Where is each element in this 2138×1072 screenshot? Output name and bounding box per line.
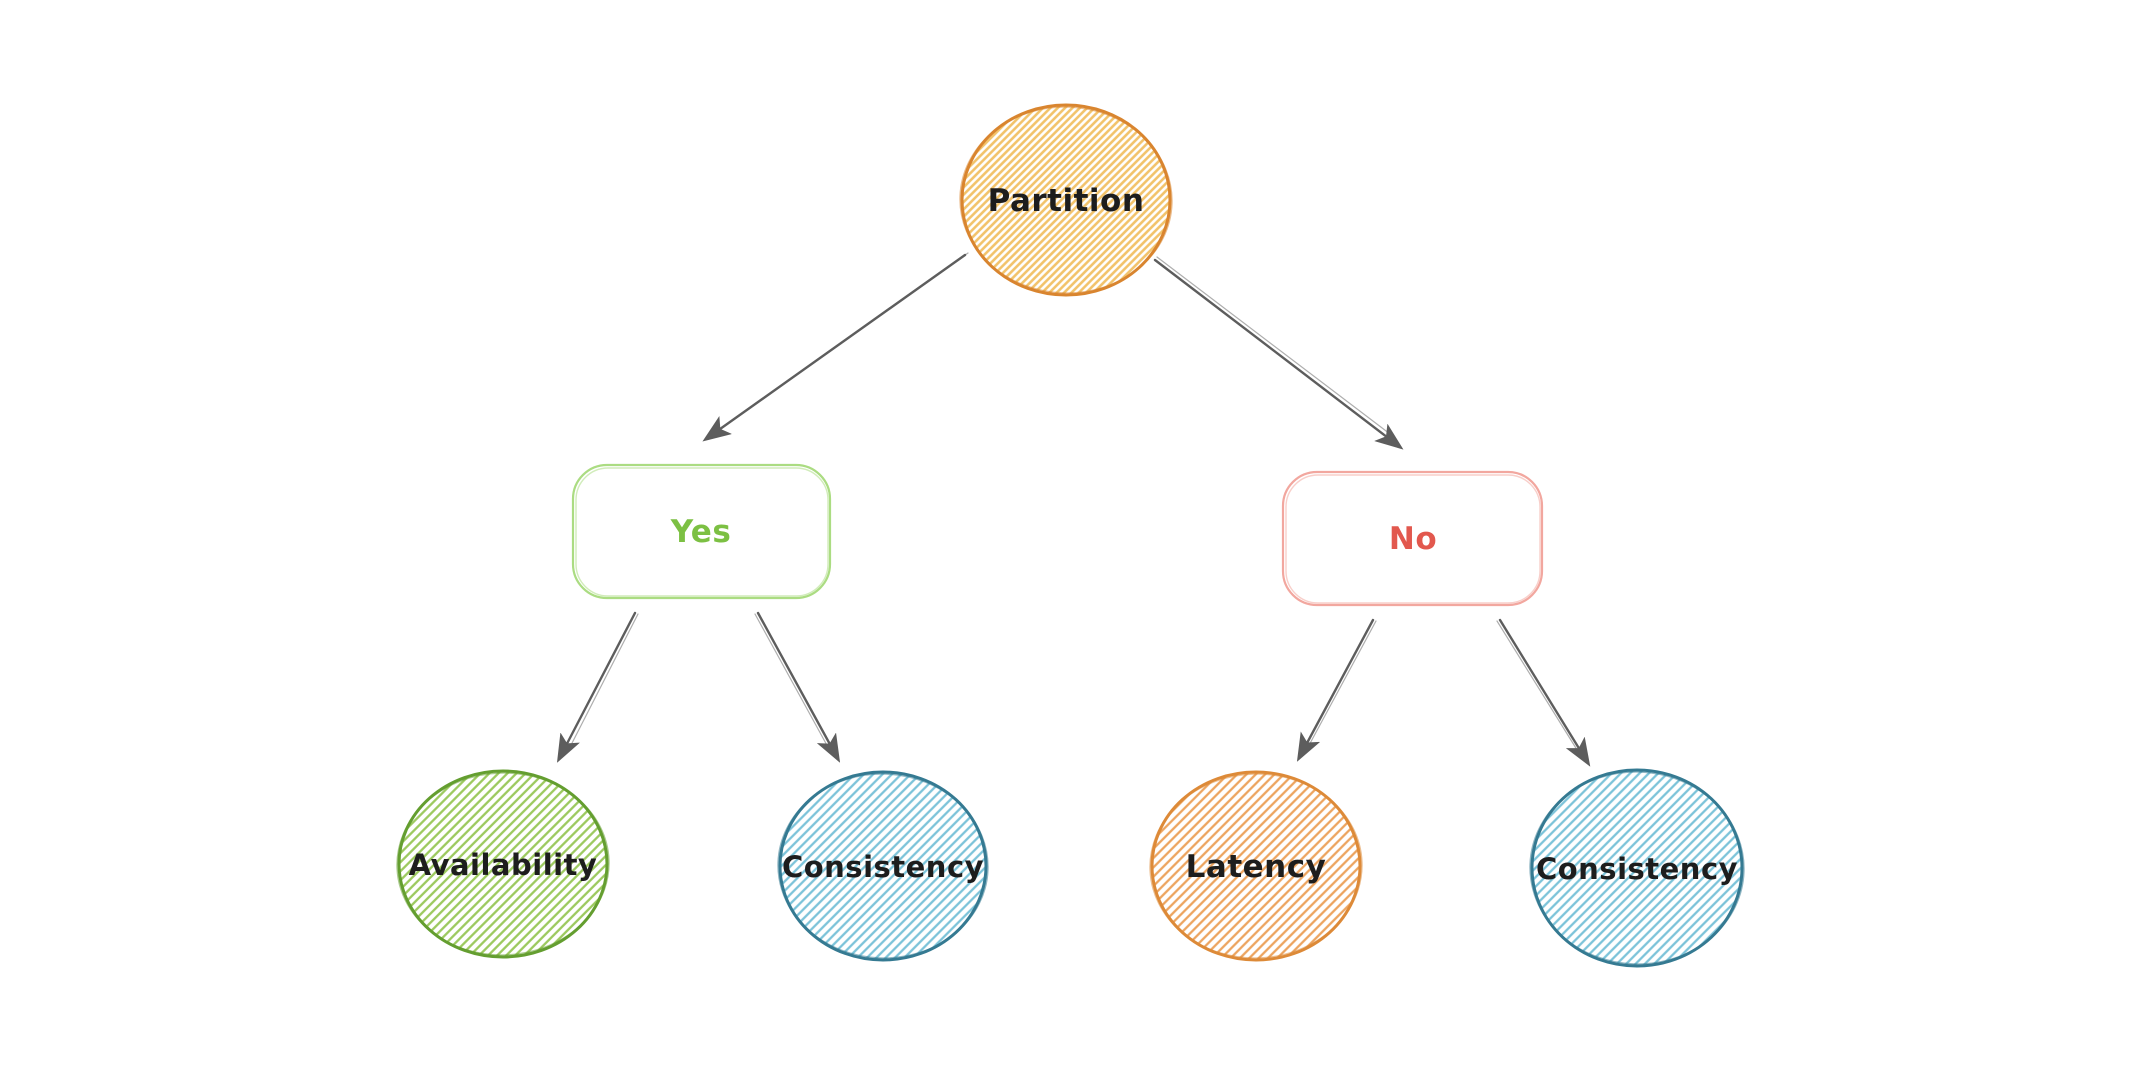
node-partition[interactable]: Partition (957, 103, 1175, 297)
latency-circle (1150, 770, 1362, 962)
partition-circle-sketch (959, 106, 1173, 294)
edge-line (756, 611, 838, 759)
availability-circle-sketch (396, 772, 610, 956)
node-availability[interactable]: Availability (394, 769, 612, 959)
consistency-right-circle-sketch (1529, 771, 1745, 965)
edge-sketch-line (1306, 620, 1377, 750)
availability-circle (397, 769, 609, 959)
node-latency-label: Latency (1186, 849, 1327, 885)
node-consistency-right-label: Consistency (1536, 852, 1738, 886)
edge-sketch-line (568, 613, 639, 750)
edge-sketch-line (1496, 620, 1580, 754)
no-box (1281, 470, 1544, 607)
consistency-left-circle (778, 770, 988, 962)
node-yes[interactable]: Yes (571, 463, 832, 600)
node-consistency-right[interactable]: Consistency (1527, 768, 1748, 968)
edge-sketch-line (754, 613, 830, 750)
node-no-label: No (1389, 521, 1437, 557)
edge-no-latency[interactable] (1299, 618, 1377, 758)
edge-sketch-line (1156, 256, 1395, 438)
consistency-right-circle (1530, 768, 1744, 968)
edge-partition-yes[interactable] (706, 252, 969, 439)
edge-line (1498, 618, 1588, 763)
node-partition-label: Partition (988, 183, 1145, 219)
no-box-sketch (1285, 474, 1541, 604)
edge-line (1153, 258, 1400, 447)
latency-circle-sketch (1149, 773, 1363, 959)
node-no[interactable]: No (1281, 470, 1544, 607)
node-latency[interactable]: Latency (1147, 770, 1365, 962)
node-consistency-left-label: Consistency (782, 850, 984, 884)
edge-yes-availability[interactable] (559, 611, 639, 759)
yes-box (571, 463, 832, 600)
edge-line (706, 253, 967, 439)
edge-no-consistency[interactable] (1496, 618, 1588, 763)
node-consistency-left[interactable]: Consistency (775, 770, 991, 962)
edge-line (1299, 618, 1375, 758)
node-availability-label: Availability (409, 848, 598, 882)
edge-yes-consistency[interactable] (754, 611, 838, 759)
partition-circle (960, 103, 1172, 297)
node-yes-label: Yes (670, 514, 732, 550)
consistency-left-circle-sketch (777, 773, 989, 959)
edge-partition-no[interactable] (1153, 256, 1400, 447)
yes-box-sketch (575, 467, 829, 597)
edge-line (559, 611, 637, 759)
